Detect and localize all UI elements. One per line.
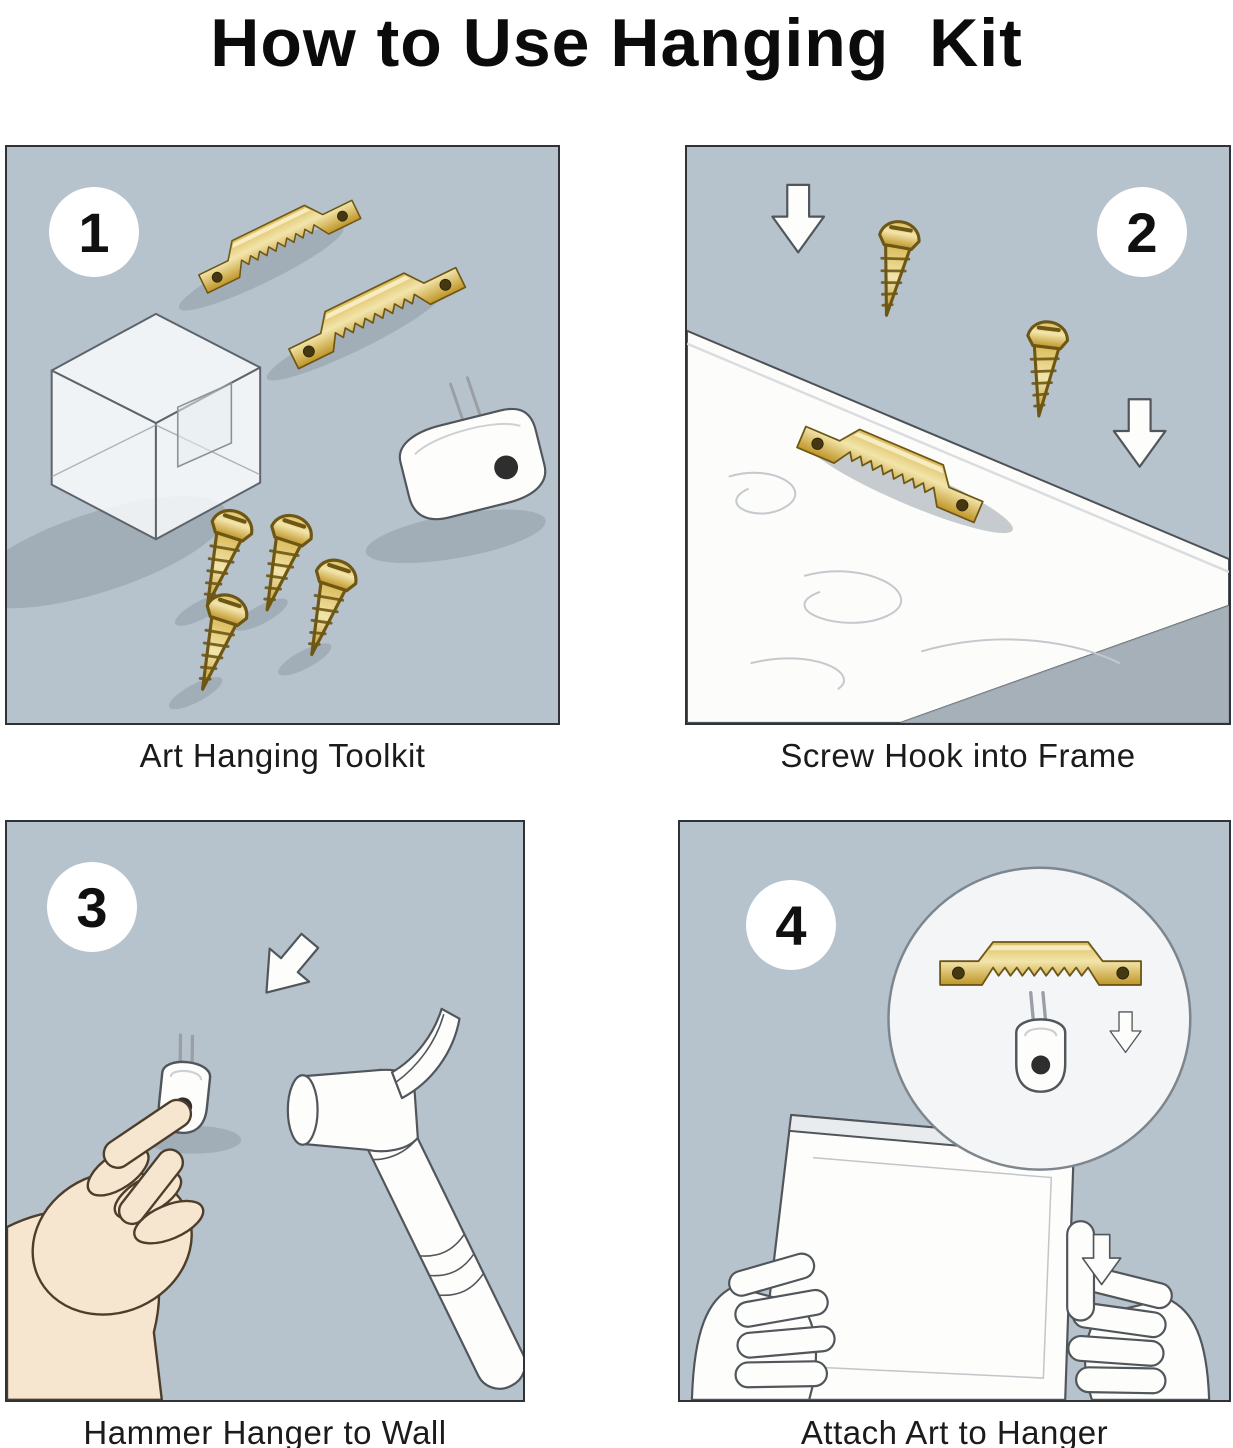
hand-illustration [7,1098,205,1400]
sawtooth-hanger-icon [280,250,467,370]
step-1-panel: 1 Art Hanging Toolkit [5,145,560,775]
step-1-caption: Art Hanging Toolkit [139,737,426,774]
step-1-number: 1 [78,200,110,264]
down-arrow-icon [771,183,826,254]
panel-1-illustration [7,184,547,710]
panel-3-illustration [7,923,523,1400]
step-4-number-badge: 4 [746,880,836,970]
step-2-number-badge: 2 [1097,187,1187,277]
storage-box-illustration [50,312,262,541]
left-hand-illustration [690,1252,836,1400]
wall-hook-illustration [398,376,547,521]
down-arrow-icon [1112,398,1167,468]
panel-4-illustration [690,866,1211,1400]
step-2-canvas: 2 [685,145,1231,725]
step-3-number-badge: 3 [47,862,137,952]
step-4-panel: 4 Attach Art to Hanger [678,820,1231,1448]
step-1-canvas: 1 [5,145,560,725]
step-3-panel: 3 Hammer Hanger to Wall [5,820,525,1448]
screw-icon [866,219,922,319]
hammer-illustration [286,1007,523,1390]
step-4-number: 4 [775,893,807,957]
down-left-arrow-icon [245,923,331,1011]
frame-board-illustration [687,329,1229,723]
step-3-number: 3 [76,875,108,939]
page-title: How to Use Hanging Kit [210,5,1023,81]
magnifier-circle [887,866,1192,1171]
step-3-caption: Hammer Hanger to Wall [83,1414,447,1448]
step-2-caption: Screw Hook into Frame [780,737,1136,774]
step-3-canvas: 3 [5,820,525,1402]
step-4-caption: Attach Art to Hanger [800,1414,1109,1448]
step-2-number: 2 [1126,200,1158,264]
right-hand-illustration [1066,1220,1211,1400]
step-1-number-badge: 1 [49,187,139,277]
step-2-panel: 2 Screw Hook into Frame [685,145,1231,775]
step-4-canvas: 4 [678,820,1231,1402]
panel-2-illustration [687,183,1229,723]
screw-icon [1018,320,1069,419]
